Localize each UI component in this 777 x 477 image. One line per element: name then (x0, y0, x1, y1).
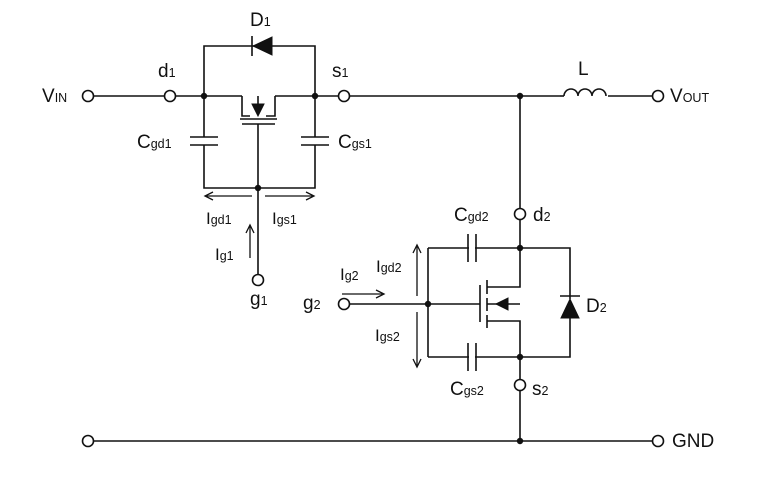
d1-terminal (163, 89, 177, 103)
gnd-label: GND (672, 431, 715, 452)
vin-label: VIN (42, 86, 68, 107)
diode-d1-symbol (251, 36, 273, 56)
d1-loop-wire (203, 45, 316, 96)
igd1-arrow (203, 191, 252, 201)
diode-d2-symbol (560, 295, 580, 322)
d1-label: d1 (158, 61, 176, 82)
d2-label: d2 (533, 205, 551, 226)
vout-terminal (651, 89, 665, 103)
igs2-arrow (412, 312, 422, 369)
gnd-terminal (651, 434, 665, 448)
capacitor-cgs1-symbol (301, 96, 329, 146)
mosfet-q1-symbol (240, 96, 277, 274)
low-side-section (342, 96, 580, 445)
igs1-arrow (265, 191, 316, 201)
ig2-arrow (342, 289, 386, 299)
s1-terminal (337, 89, 351, 103)
s2-label: s2 (532, 379, 549, 400)
capacitor-cgd2-symbol (467, 234, 477, 262)
igs2-label: Igs2 (375, 326, 400, 345)
d2-terminal (513, 207, 527, 221)
s1-label: s1 (332, 61, 349, 82)
inductor-label: L (578, 59, 589, 80)
ig1-label: Ig1 (215, 245, 234, 264)
capacitor-cgs2-symbol (467, 343, 477, 371)
cgd1-label: Cgd1 (137, 132, 172, 153)
high-side-section (94, 36, 652, 274)
ig1-arrow (245, 223, 255, 258)
capacitor-cgd1-symbol (190, 96, 316, 189)
igd2-arrow (412, 243, 422, 296)
igs1-label: Igs1 (272, 209, 297, 228)
igd1-label: Igd1 (206, 209, 232, 228)
ig2-label: Ig2 (340, 265, 359, 284)
vout-label: VOUT (670, 86, 710, 107)
gnd-left-terminal (81, 434, 95, 448)
s2-terminal (513, 378, 527, 392)
inductor-l-symbol (560, 88, 607, 97)
g1-terminal (251, 273, 265, 287)
g2-label: g2 (303, 293, 321, 314)
d2-diode-label: D2 (586, 296, 607, 317)
d1-diode-label: D1 (250, 10, 271, 31)
q2-body-arrow (494, 297, 509, 311)
g1-label: g1 (250, 289, 268, 310)
q1-body-arrow (251, 103, 265, 118)
g2-terminal (337, 297, 351, 311)
vin-terminal (81, 89, 95, 103)
cgs2-label: Cgs2 (450, 379, 484, 400)
cgs1-label: Cgs1 (338, 132, 372, 153)
cgd2-label: Cgd2 (454, 205, 489, 226)
igd2-label: Igd2 (376, 257, 402, 276)
